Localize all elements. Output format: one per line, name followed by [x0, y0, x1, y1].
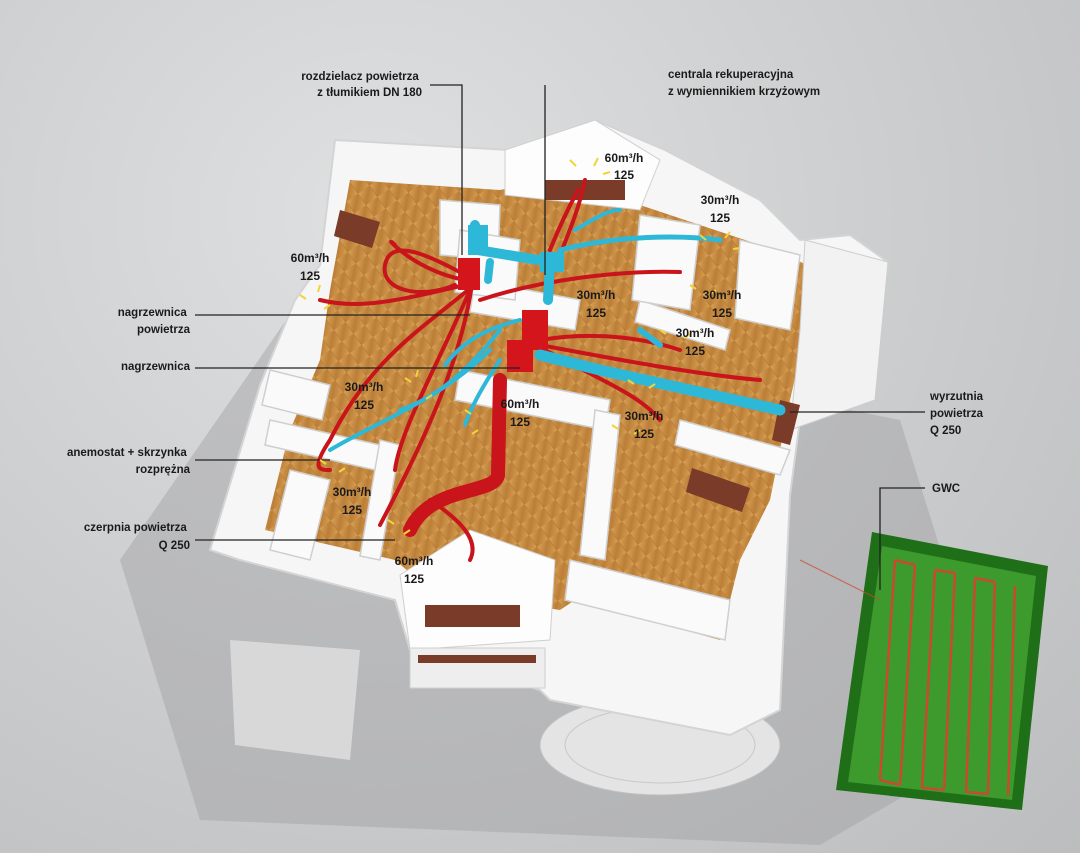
anemostat-label: anemostat + skrzynka rozprężna [67, 447, 191, 476]
air-heater-box [458, 258, 480, 290]
side-terrace [789, 239, 889, 431]
gwc-field [836, 532, 1048, 810]
air-intake-label: czerpnia powietrza Q 250 [84, 522, 190, 552]
rear-balcony [545, 180, 625, 200]
window-frame [334, 210, 380, 248]
airflow-markers [299, 157, 741, 535]
distributor-box [468, 225, 488, 255]
front-balcony [425, 605, 520, 627]
leader-lines [195, 84, 925, 590]
recovery-unit-box [540, 252, 564, 272]
air-heater-label: nagrzewnica powietrza [118, 307, 191, 336]
air-distributor-label: rozdzielacz powietrza z tłumikiem DN 180 [301, 71, 422, 99]
window-frame [686, 468, 750, 512]
porch-rail [418, 655, 536, 663]
terrace-slab [230, 640, 360, 760]
front-porch [409, 647, 546, 689]
recovery-unit-label: centrala rekuperacyjna z wymiennikiem kr… [668, 69, 820, 98]
air-exhaust-label: wyrzutnia powietrza Q 250 [929, 391, 986, 437]
gwc-label: GWC [932, 483, 960, 495]
heater-label: nagrzewnica [121, 361, 191, 373]
interior-walls [261, 199, 801, 641]
gwc-pipe [799, 559, 881, 601]
heater-box [507, 340, 533, 372]
exhaust-ducts [328, 208, 786, 452]
